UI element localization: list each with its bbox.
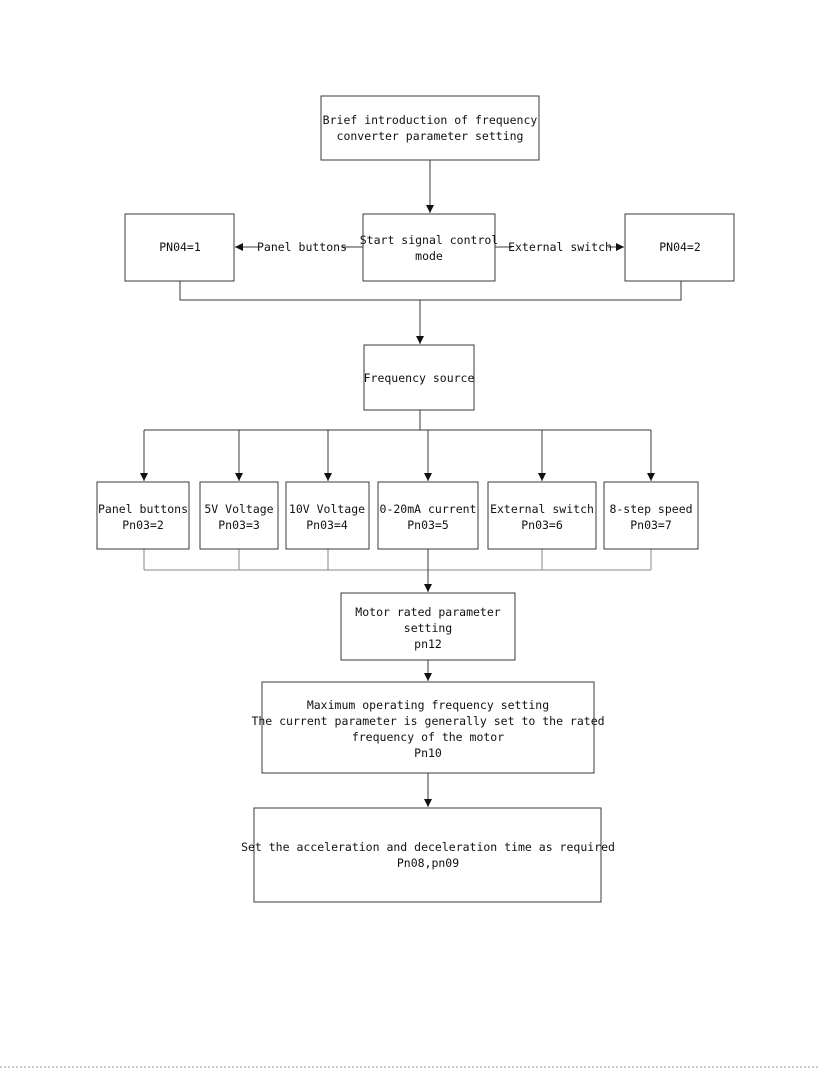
label-source-panel-buttons-line-1: Panel buttons bbox=[98, 502, 188, 516]
label-start-signal-line-2: mode bbox=[415, 249, 443, 263]
label-max-frequency-line-1: Maximum operating frequency setting bbox=[307, 698, 549, 712]
box-start-signal bbox=[362, 213, 496, 282]
box-accel-decel bbox=[253, 807, 602, 903]
label-intro-line-1: Brief introduction of frequency bbox=[323, 113, 538, 127]
label-start-signal: Start signal control mode bbox=[360, 233, 498, 263]
label-max-frequency: Maximum operating frequency setting The … bbox=[251, 698, 604, 760]
label-source-10v-line-2: Pn03=4 bbox=[306, 518, 348, 532]
label-motor-rated-line-2: setting bbox=[404, 621, 452, 635]
label-accel-decel-line-2: Pn08,pn09 bbox=[397, 856, 459, 870]
box-source-5v-voltage bbox=[199, 481, 279, 550]
box-pn04-1 bbox=[124, 213, 235, 282]
box-source-external-switch bbox=[487, 481, 597, 550]
label-motor-rated: Motor rated parameter setting pn12 bbox=[355, 605, 500, 651]
label-intro: Brief introduction of frequency converte… bbox=[323, 113, 538, 143]
box-source-panel-buttons bbox=[96, 481, 190, 550]
label-intro-line-2: converter parameter setting bbox=[337, 129, 524, 143]
label-source-current-line-2: Pn03=5 bbox=[407, 518, 449, 532]
label-source-8step-line-2: Pn03=7 bbox=[630, 518, 672, 532]
label-start-signal-line-1: Start signal control bbox=[360, 233, 498, 247]
label-accel-decel: Set the acceleration and deceleration ti… bbox=[241, 840, 615, 870]
box-motor-rated bbox=[340, 592, 516, 661]
label-source-8-step-speed: 8-step speed Pn03=7 bbox=[609, 502, 692, 532]
label-accel-decel-line-1: Set the acceleration and deceleration ti… bbox=[241, 840, 615, 854]
label-source-current-line-1: 0-20mA current bbox=[380, 502, 477, 516]
label-source-panel-buttons: Panel buttons Pn03=2 bbox=[98, 502, 188, 532]
label-pn04-2: PN04=2 bbox=[659, 240, 701, 254]
label-motor-rated-line-3: pn12 bbox=[414, 637, 442, 651]
label-source-external-switch: External switch Pn03=6 bbox=[490, 502, 594, 532]
label-source-current: 0-20mA current Pn03=5 bbox=[380, 502, 477, 532]
label-source-8step-line-1: 8-step speed bbox=[609, 502, 692, 516]
label-source-external-line-2: Pn03=6 bbox=[521, 518, 563, 532]
label-max-frequency-line-2: The current parameter is generally set t… bbox=[251, 714, 604, 728]
edge-label-external-switch: External switch bbox=[508, 240, 612, 254]
box-frequency-source bbox=[363, 344, 475, 411]
label-source-5v-voltage: 5V Voltage Pn03=3 bbox=[204, 502, 273, 532]
label-max-frequency-line-3: frequency of the motor bbox=[352, 730, 504, 744]
box-source-8-step-speed bbox=[603, 481, 699, 550]
box-intro bbox=[320, 95, 540, 161]
label-frequency-source: Frequency source bbox=[364, 371, 475, 385]
box-max-frequency bbox=[261, 681, 595, 774]
label-source-external-line-1: External switch bbox=[490, 502, 594, 516]
label-max-frequency-line-4: Pn10 bbox=[414, 746, 442, 760]
label-motor-rated-line-1: Motor rated parameter bbox=[355, 605, 500, 619]
label-source-5v-line-2: Pn03=3 bbox=[218, 518, 260, 532]
box-source-current bbox=[377, 481, 479, 550]
label-source-10v-voltage: 10V Voltage Pn03=4 bbox=[289, 502, 365, 532]
edge-label-panel-buttons: Panel buttons bbox=[257, 240, 347, 254]
label-source-10v-line-1: 10V Voltage bbox=[289, 502, 365, 516]
label-source-5v-line-1: 5V Voltage bbox=[204, 502, 273, 516]
label-pn04-1: PN04=1 bbox=[159, 240, 201, 254]
box-source-10v-voltage bbox=[285, 481, 370, 550]
label-source-panel-buttons-line-2: Pn03=2 bbox=[122, 518, 164, 532]
box-pn04-2 bbox=[624, 213, 735, 282]
edge-pn04-merge bbox=[179, 281, 682, 301]
